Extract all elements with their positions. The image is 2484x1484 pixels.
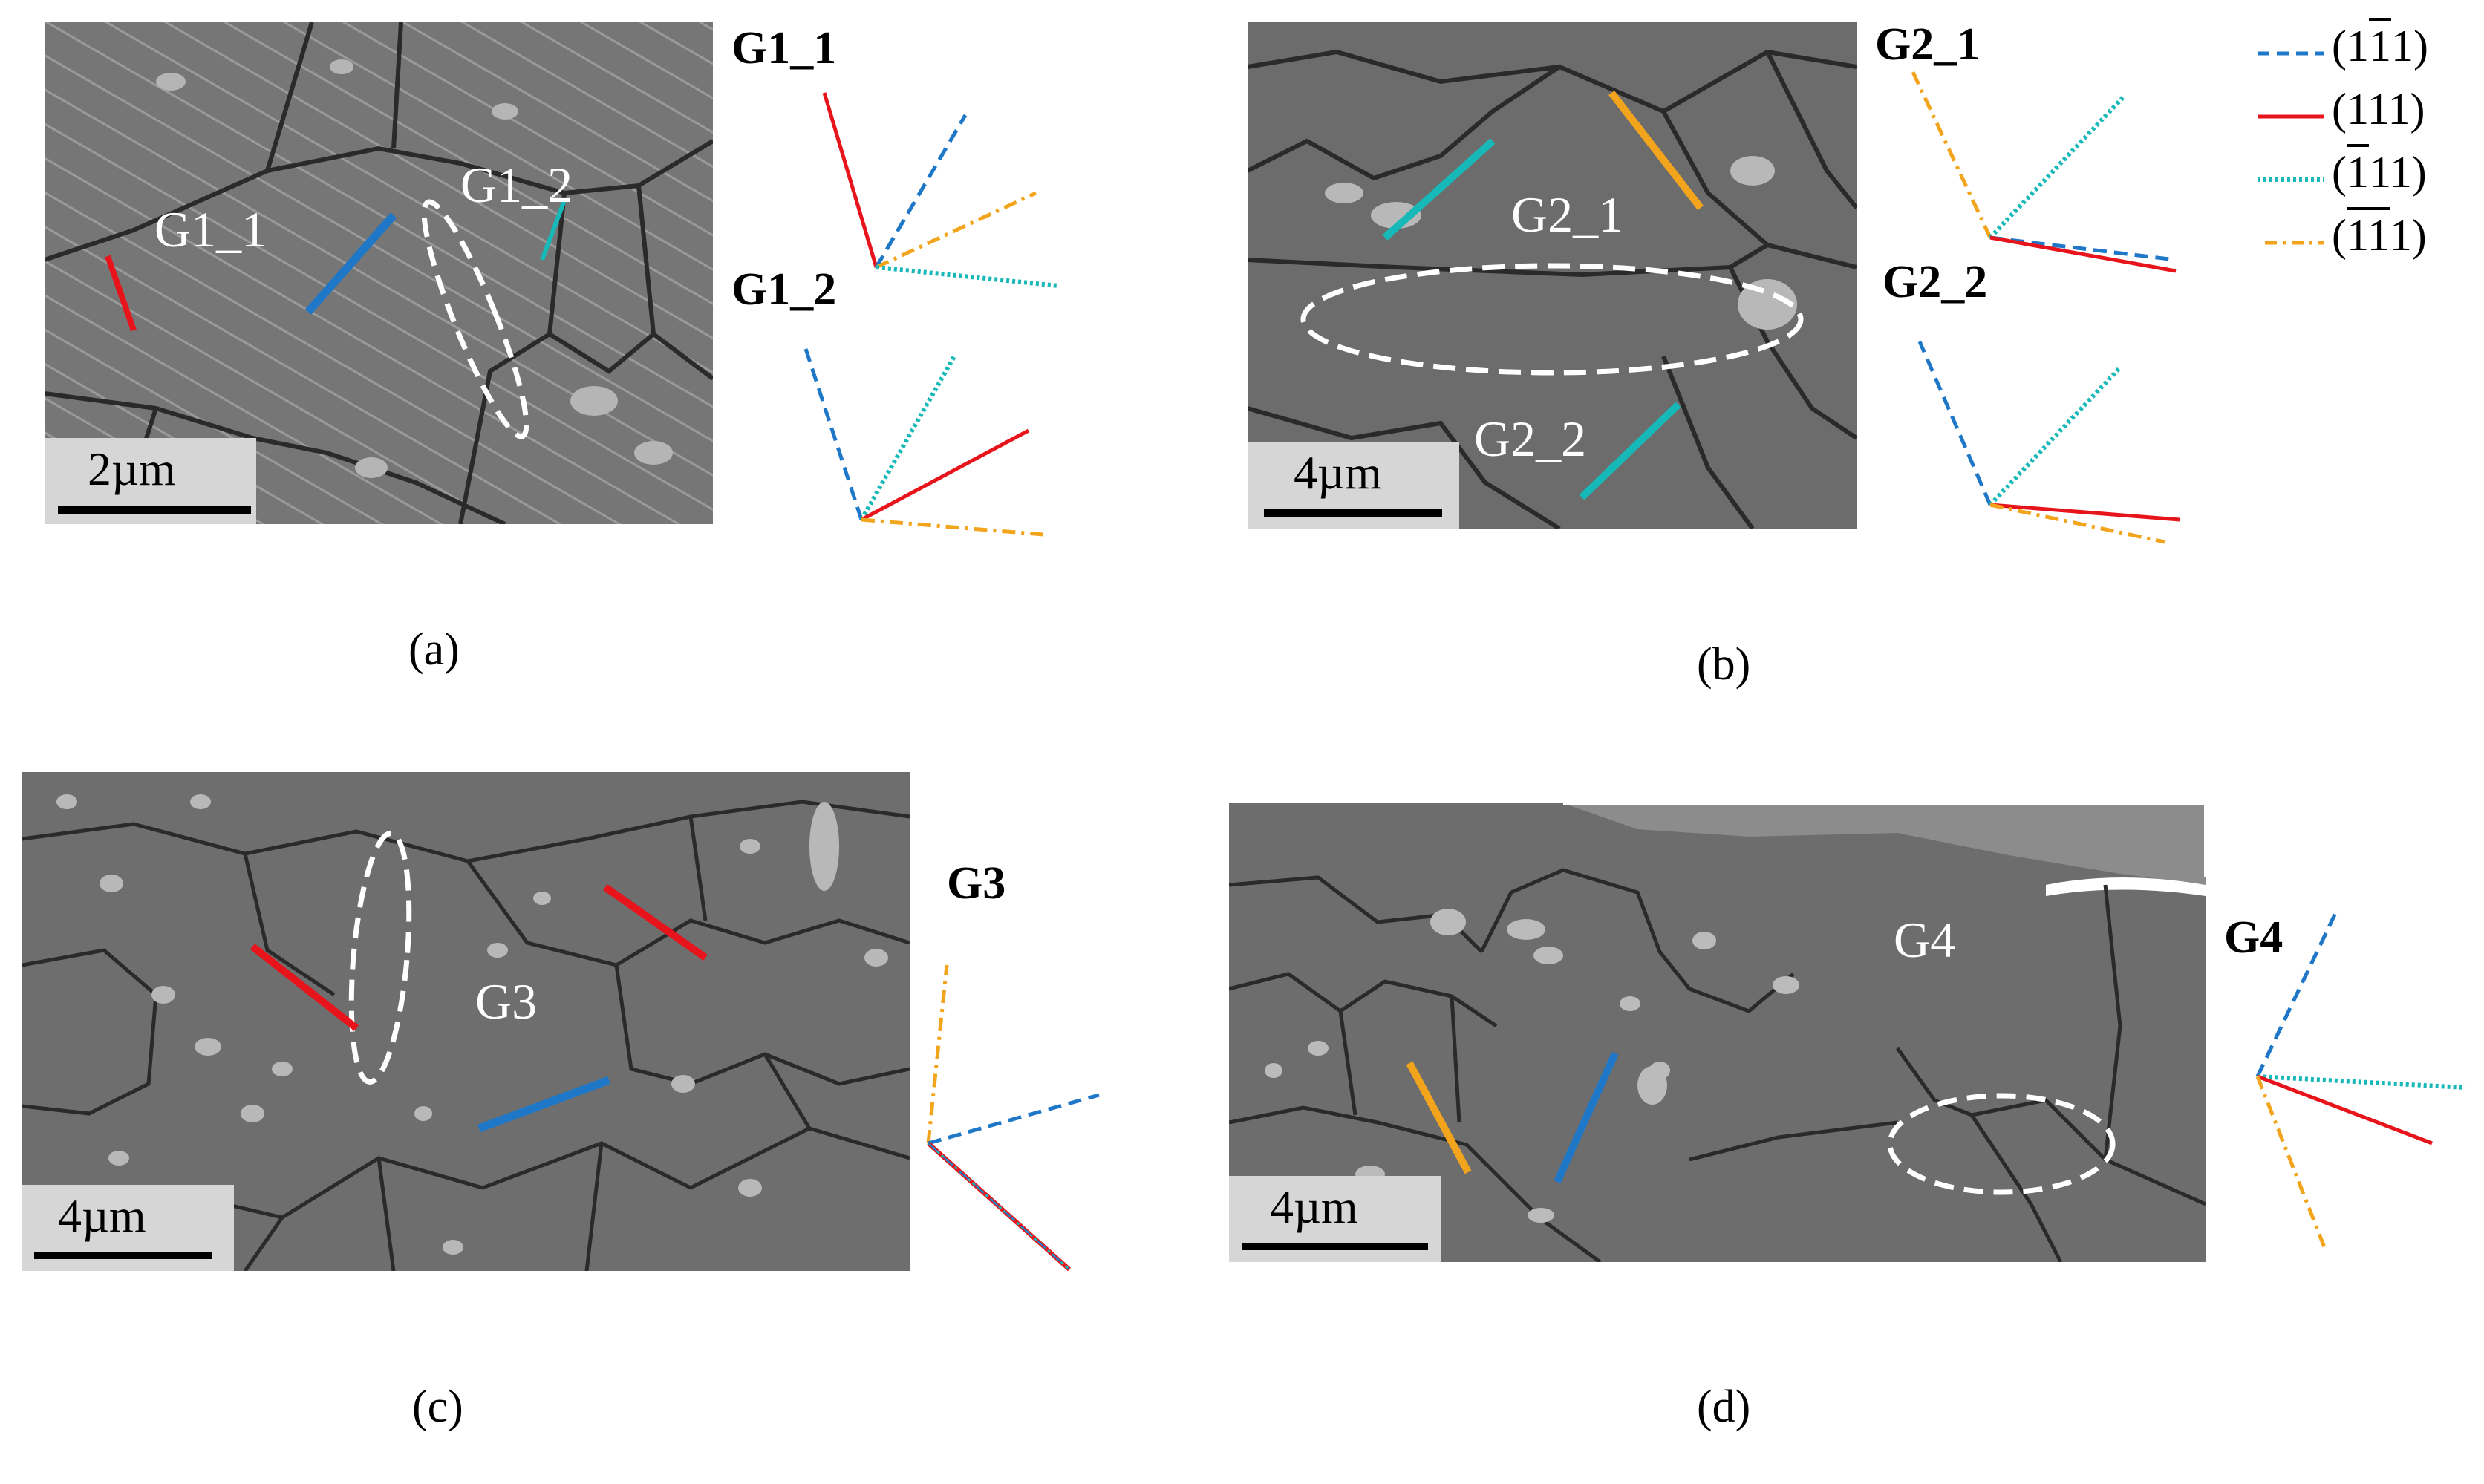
trace-red-c1	[250, 944, 359, 1031]
scalebar-b	[1264, 509, 1442, 517]
orientation-diagram-g1-2	[803, 348, 1044, 537]
grain-label-g1-2: G1_2	[460, 157, 573, 213]
orientation-label-g1-2: G1_2	[731, 264, 837, 315]
scalebar-label-c: 4µm	[58, 1189, 146, 1242]
sem-image-a	[45, 22, 713, 524]
orientation-diagram-g4	[2255, 912, 2466, 1248]
trace-blue-c	[477, 1076, 610, 1133]
trace-red-c2	[603, 883, 708, 961]
orientation-label-g2-2: G2_2	[1882, 257, 1988, 307]
orientation-diagram-g1-1	[822, 92, 1059, 288]
scalebar-label-d: 4µm	[1270, 1180, 1358, 1233]
scalebar-label-a: 2µm	[88, 442, 176, 495]
trace-blue-a	[304, 212, 397, 315]
trace-blue-d	[1554, 1051, 1619, 1184]
trace-red-a	[105, 255, 137, 332]
legend-swatch-1	[2258, 51, 2324, 56]
grain-label-g4: G4	[1894, 912, 1956, 968]
caption-d: (d)	[1697, 1382, 1751, 1432]
scalebar-label-b: 4µm	[1294, 446, 1382, 499]
caption-c: (c)	[412, 1382, 463, 1432]
orientation-diagram-g2-1	[1910, 69, 2177, 273]
scalebar-d	[1242, 1243, 1428, 1250]
grain-label-g2-2: G2_2	[1474, 411, 1587, 467]
grain-label-g1-1: G1_1	[154, 201, 267, 258]
grain-label-g2-1: G2_1	[1511, 186, 1624, 243]
orientation-diagram-g3	[926, 964, 1100, 1272]
highlight-ellipse-b	[1300, 263, 1804, 376]
trace-cyan-a	[540, 199, 567, 261]
legend-label-2: (111)	[2332, 85, 2425, 134]
legend-swatch-4	[2265, 241, 2324, 245]
highlight-ellipse-d	[1887, 1093, 2116, 1195]
grain-label-g3: G3	[475, 973, 538, 1030]
trace-cyan-b1	[1382, 138, 1496, 241]
sem-image-b	[1248, 22, 1857, 529]
highlight-ellipse-a	[421, 199, 529, 439]
trace-orange-d	[1406, 1061, 1472, 1174]
trace-cyan-b2	[1579, 402, 1681, 500]
orientation-diagram-g2-2	[1917, 341, 2180, 544]
legend-swatch-3	[2258, 177, 2324, 182]
scalebar-a	[58, 506, 251, 514]
orientation-label-g4: G4	[2224, 912, 2283, 963]
orientation-label-g1-1: G1_1	[731, 23, 837, 73]
legend-swatch-2	[2258, 114, 2324, 119]
sem-image-d	[1229, 803, 2206, 1262]
sem-micrograph-d	[1229, 803, 2206, 1262]
caption-b: (b)	[1697, 639, 1751, 690]
orientation-label-g3: G3	[947, 858, 1006, 909]
caption-a: (a)	[408, 624, 460, 675]
trace-orange-b	[1608, 90, 1704, 211]
orientation-label-g2-1: G2_1	[1875, 19, 1981, 70]
scalebar-c	[34, 1252, 212, 1259]
